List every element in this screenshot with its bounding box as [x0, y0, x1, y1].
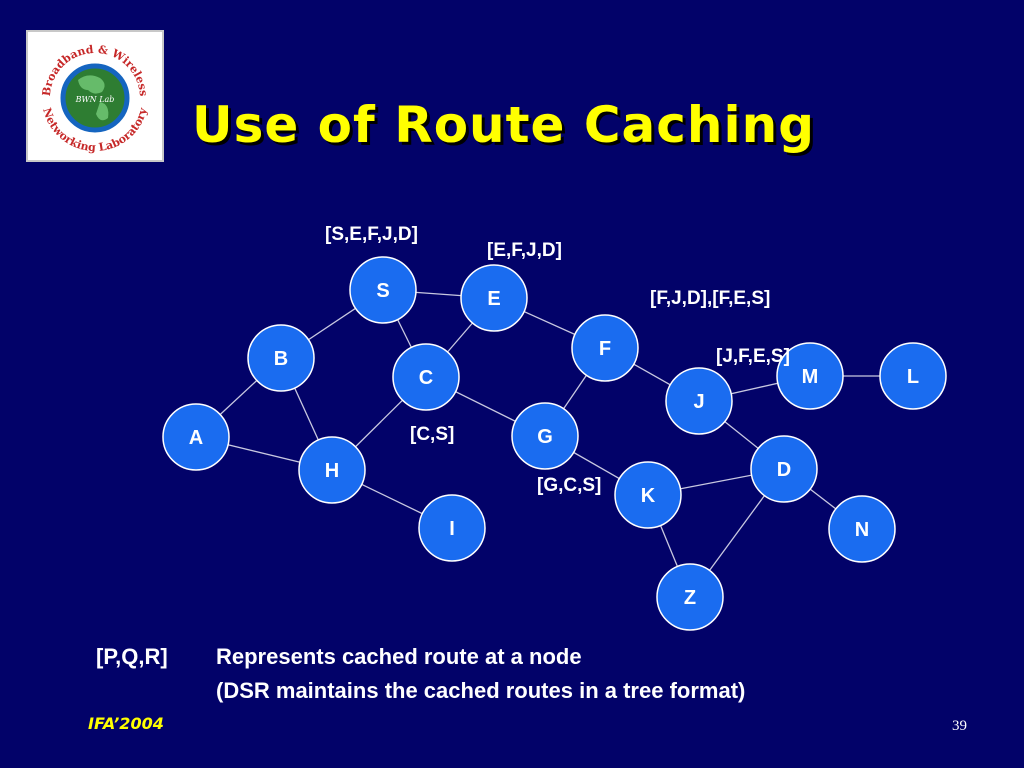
route-cache-c: [C,S] — [410, 424, 454, 445]
node-circle — [828, 495, 896, 563]
node-label: A — [189, 427, 203, 449]
node-label: J — [693, 391, 704, 413]
node-label: M — [802, 366, 819, 388]
node-label: C — [419, 367, 433, 389]
node-label: G — [537, 426, 553, 448]
logo-center-text: BWN Lab — [75, 95, 115, 104]
node-e: E — [460, 264, 528, 332]
node-circle — [460, 264, 528, 332]
node-label: F — [599, 338, 611, 360]
node-h: H — [298, 436, 366, 504]
route-cache-e: [E,F,J,D] — [487, 240, 562, 261]
node-f: F — [571, 314, 639, 382]
node-circle — [665, 367, 733, 435]
node-circle — [511, 402, 579, 470]
route-cache-j: [J,F,E,S] — [716, 346, 790, 367]
nodes-layer: S E F B C M L J A G H D K I N Z — [162, 256, 947, 631]
node-circle — [614, 461, 682, 529]
node-d: D — [750, 435, 818, 503]
logo-graphic: Broadband & Wireless Networking Laborato… — [40, 43, 150, 154]
bwn-lab-logo: Broadband & Wireless Networking Laborato… — [26, 30, 164, 162]
route-cache-g: [G,C,S] — [537, 475, 601, 496]
node-label: L — [907, 366, 919, 388]
legend-description: Represents cached route at a node — [216, 644, 582, 669]
node-circle — [776, 342, 844, 410]
page-number: 39 — [952, 718, 967, 734]
node-l: L — [879, 342, 947, 410]
node-label: S — [376, 280, 389, 302]
legend-note: (DSR maintains the cached routes in a tr… — [216, 678, 746, 703]
route-caches-layer: [S,E,F,J,D] [E,F,J,D] [F,J,D],[F,E,S] [J,F,… — [325, 224, 790, 496]
node-k: K — [614, 461, 682, 529]
node-c: C — [392, 343, 460, 411]
node-z: Z — [656, 563, 724, 631]
node-m: M — [776, 342, 844, 410]
node-i: I — [418, 494, 486, 562]
slide-title: Use of Route Caching — [192, 96, 816, 154]
node-circle — [750, 435, 818, 503]
node-circle — [247, 324, 315, 392]
node-label: B — [274, 348, 288, 370]
node-circle — [392, 343, 460, 411]
node-circle — [162, 403, 230, 471]
node-s: S — [349, 256, 417, 324]
node-circle — [349, 256, 417, 324]
node-label: H — [325, 460, 339, 482]
node-circle — [879, 342, 947, 410]
node-label: N — [855, 519, 869, 541]
node-a: A — [162, 403, 230, 471]
node-b: B — [247, 324, 315, 392]
node-j: J — [665, 367, 733, 435]
node-label: E — [487, 288, 500, 310]
node-circle — [571, 314, 639, 382]
node-label: Z — [684, 587, 696, 609]
node-label: K — [641, 485, 656, 507]
node-circle — [656, 563, 724, 631]
node-label: D — [777, 459, 791, 481]
node-label: I — [449, 518, 455, 540]
node-circle — [418, 494, 486, 562]
route-cache-f: [F,J,D],[F,E,S] — [650, 288, 770, 309]
node-g: G — [511, 402, 579, 470]
node-n: N — [828, 495, 896, 563]
legend-key: [P,Q,R] — [96, 644, 168, 669]
footer-conference: IFA’2004 — [88, 714, 164, 733]
node-circle — [298, 436, 366, 504]
route-cache-s: [S,E,F,J,D] — [325, 224, 418, 245]
